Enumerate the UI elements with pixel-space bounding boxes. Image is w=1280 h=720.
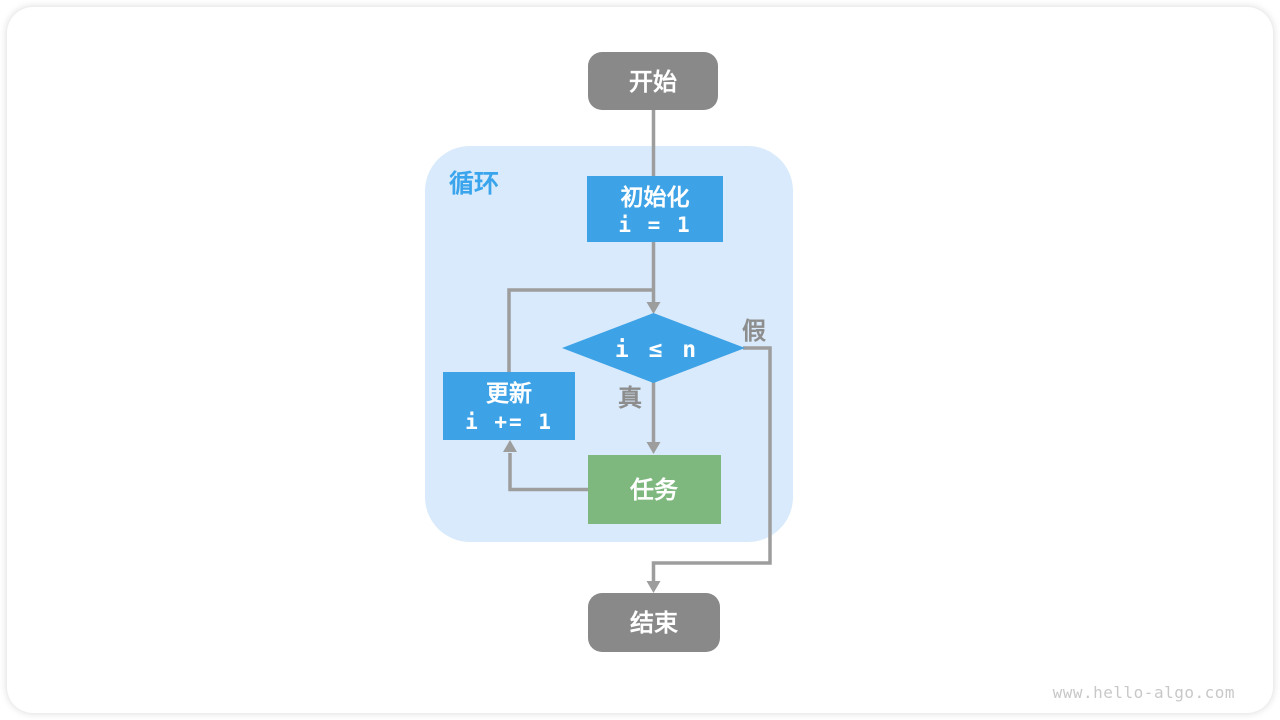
condition-node-label: i ≤ n — [615, 337, 699, 363]
false-branch-label: 假 — [742, 318, 766, 345]
end-node-shape — [588, 593, 720, 652]
node-condition: i ≤ n — [562, 313, 745, 383]
condition-node-shape — [562, 313, 745, 383]
arrowhead-into-end — [646, 581, 661, 593]
init-node-shape — [587, 176, 723, 242]
edge-condition-to-end — [651, 346, 772, 582]
update-node-label: 更新 — [486, 380, 532, 406]
arrowhead-into-condition — [646, 302, 661, 314]
start-node-shape — [588, 52, 718, 110]
task-node-shape — [588, 455, 721, 524]
node-update: 更新 i += 1 — [443, 372, 575, 440]
true-branch-label: 真 — [618, 384, 642, 412]
init-node-code: i = 1 — [618, 213, 691, 237]
update-node-code: i += 1 — [465, 410, 553, 434]
init-node-label: 初始化 — [621, 184, 690, 210]
end-node-label: 结束 — [630, 610, 679, 637]
start-node-label: 开始 — [629, 69, 677, 96]
node-init: 初始化 i = 1 — [587, 176, 723, 242]
update-node-shape — [443, 372, 575, 440]
node-task: 任务 — [588, 455, 721, 524]
watermark: www.hello-algo.com — [1052, 683, 1235, 702]
task-node-label: 任务 — [629, 476, 679, 504]
edge-task-to-update — [508, 453, 590, 492]
edge-update-to-condition — [507, 288, 654, 374]
arrowhead-into-task — [646, 442, 661, 454]
node-end: 结束 — [588, 593, 720, 652]
arrowhead-into-update — [503, 440, 517, 452]
node-start: 开始 — [588, 52, 718, 110]
loop-region-label: 循环 — [449, 169, 499, 198]
